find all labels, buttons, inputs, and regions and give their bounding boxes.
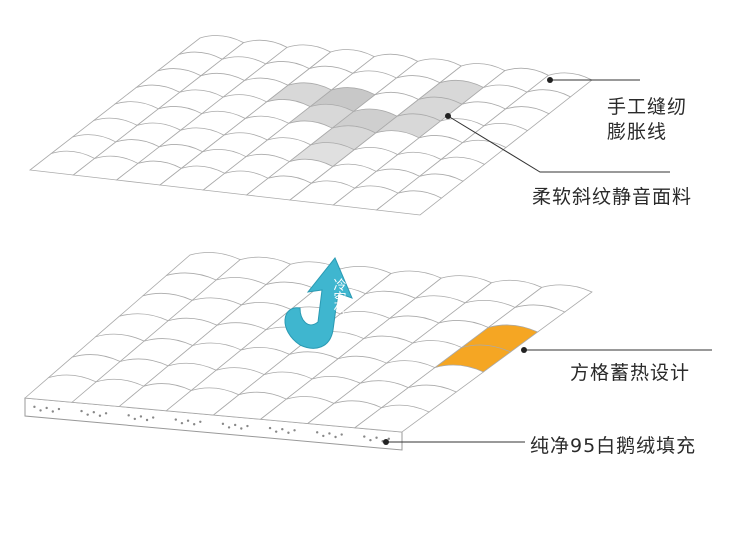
down-dot — [45, 406, 48, 410]
label-filling: 纯净95白鹅绒填充 — [530, 435, 697, 457]
quilt-cell — [375, 190, 443, 216]
down-dot — [221, 422, 225, 426]
down-dot — [287, 431, 290, 434]
down-dot — [369, 438, 372, 442]
down-dot — [151, 416, 155, 419]
down-dot — [92, 411, 96, 414]
down-dot — [51, 410, 55, 413]
down-dot — [186, 419, 190, 422]
down-dot — [322, 434, 325, 438]
down-dot — [387, 437, 391, 441]
cold-air-arrow: 冷空气 — [284, 257, 353, 349]
down-dot — [281, 428, 284, 431]
down-dot — [139, 415, 143, 418]
down-dot — [86, 413, 89, 416]
down-dot — [328, 432, 331, 435]
down-dot — [145, 418, 149, 422]
label-stitching-2: 膨胀线 — [607, 121, 668, 143]
down-dot — [268, 426, 272, 430]
down-dot — [246, 424, 249, 428]
down-dot — [315, 431, 319, 434]
label-stitching-1: 手工缝纫 — [607, 96, 688, 118]
down-dot — [192, 423, 196, 426]
down-dot — [233, 423, 237, 427]
arrow-label: 冷空气 — [331, 278, 347, 317]
callout-dots — [383, 77, 553, 445]
down-dot — [227, 426, 231, 429]
down-dot — [127, 414, 130, 417]
down-dot — [340, 433, 343, 436]
down-dot — [174, 418, 177, 421]
label-fabric: 柔软斜纹静音面料 — [532, 186, 693, 208]
down-dot — [334, 435, 337, 439]
down-dot — [180, 421, 184, 425]
down-dot — [274, 430, 278, 433]
down-dot — [199, 420, 202, 424]
label-grid-design: 方格蓄热设计 — [570, 362, 691, 384]
down-dot — [104, 412, 108, 415]
down-dot — [293, 429, 296, 432]
top-quilt-layer — [28, 35, 593, 216]
down-dot — [375, 436, 378, 439]
down-dot — [80, 409, 83, 413]
bottom-quilt-layer — [24, 252, 593, 451]
quilt-cell — [353, 404, 430, 433]
callout-lines — [386, 79, 712, 443]
down-dot — [98, 414, 102, 417]
down-dot — [33, 405, 36, 409]
down-dot — [57, 407, 61, 411]
down-dot — [133, 417, 137, 421]
down-dot — [363, 435, 366, 438]
down-dot — [240, 427, 243, 430]
down-dot — [39, 409, 42, 412]
